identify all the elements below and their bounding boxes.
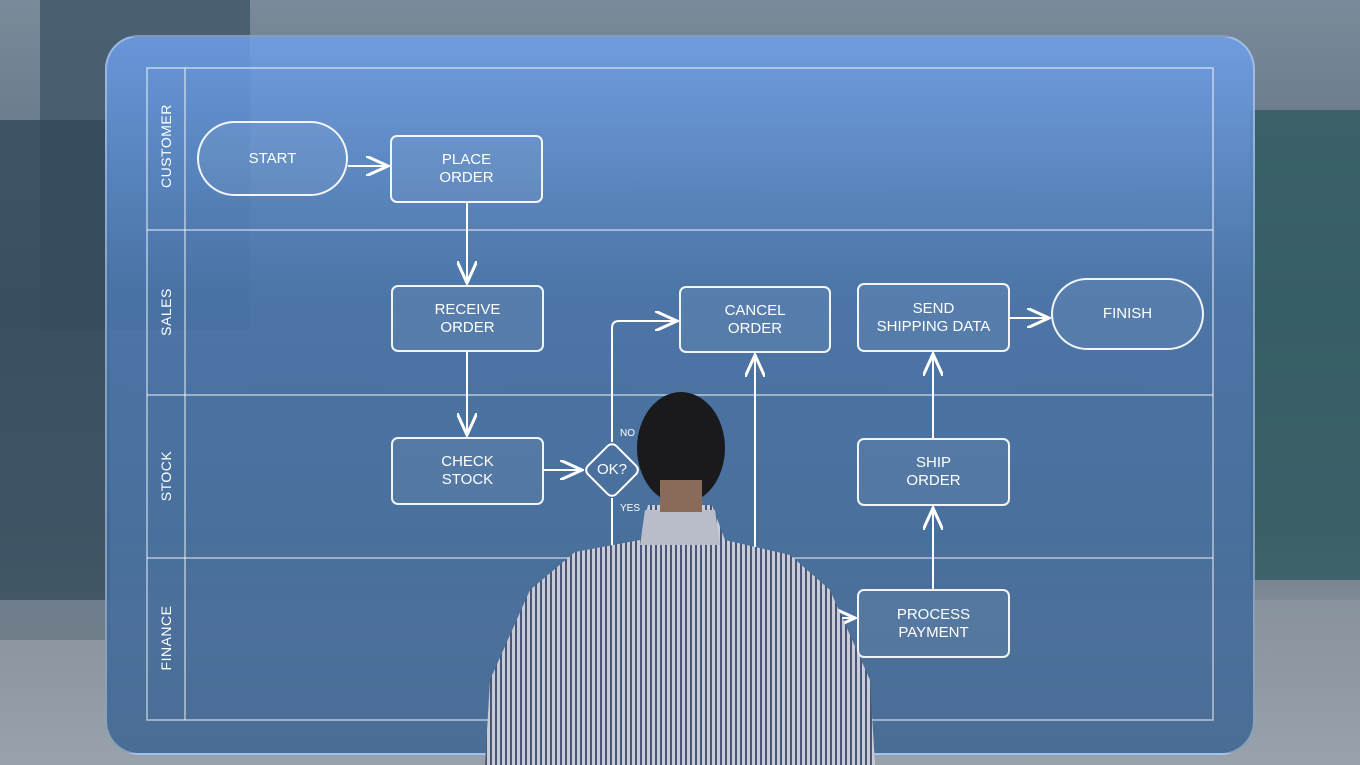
node-send-shipping-data: SEND SHIPPING DATA [857, 283, 1010, 352]
node-place-order: PLACE ORDER [390, 135, 543, 203]
head [637, 392, 725, 504]
node-ship-order: SHIP ORDER [857, 438, 1010, 506]
node-finish: FINISH [1051, 278, 1204, 350]
node-receive-order: RECEIVE ORDER [391, 285, 544, 352]
node-process-payment: PROCESS PAYMENT [857, 589, 1010, 658]
background-building [1250, 110, 1360, 580]
shirt [485, 505, 875, 765]
node-decision: OK? [596, 461, 627, 478]
arrow-no-cancel [611, 321, 677, 442]
node-cancel-order: CANCEL ORDER [679, 286, 831, 353]
node-start: START [197, 121, 348, 196]
edge-label-yes: YES [620, 503, 641, 514]
decision-diamond [585, 443, 639, 497]
node-check-stock: CHECK STOCK [391, 437, 544, 505]
edge-label-no: NO [620, 428, 635, 439]
background-building [0, 120, 110, 640]
